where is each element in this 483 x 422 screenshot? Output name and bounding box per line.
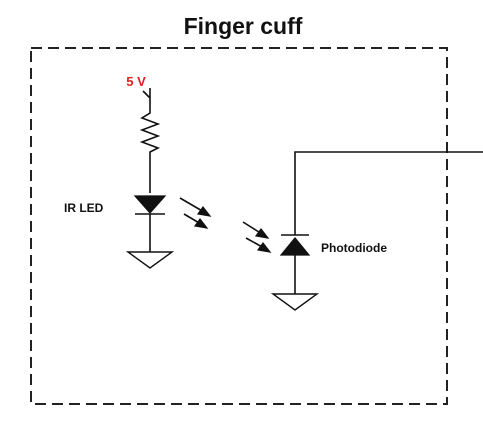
photodiode-icon [279, 234, 311, 294]
ir-emission-arrows [179, 197, 272, 253]
supply-label: 5 V [126, 74, 146, 89]
ir-led-icon [133, 195, 167, 252]
photodiode-label: Photodiode [321, 241, 387, 255]
diagram-title: Finger cuff [184, 13, 303, 39]
finger-cuff-enclosure [30, 47, 448, 405]
ir-led-label: IR LED [64, 201, 104, 215]
output-wire [294, 151, 483, 235]
resistor-icon [139, 108, 161, 193]
ground-icon [125, 251, 175, 269]
supply-terminal-icon [142, 88, 151, 108]
ground-icon [270, 293, 320, 311]
